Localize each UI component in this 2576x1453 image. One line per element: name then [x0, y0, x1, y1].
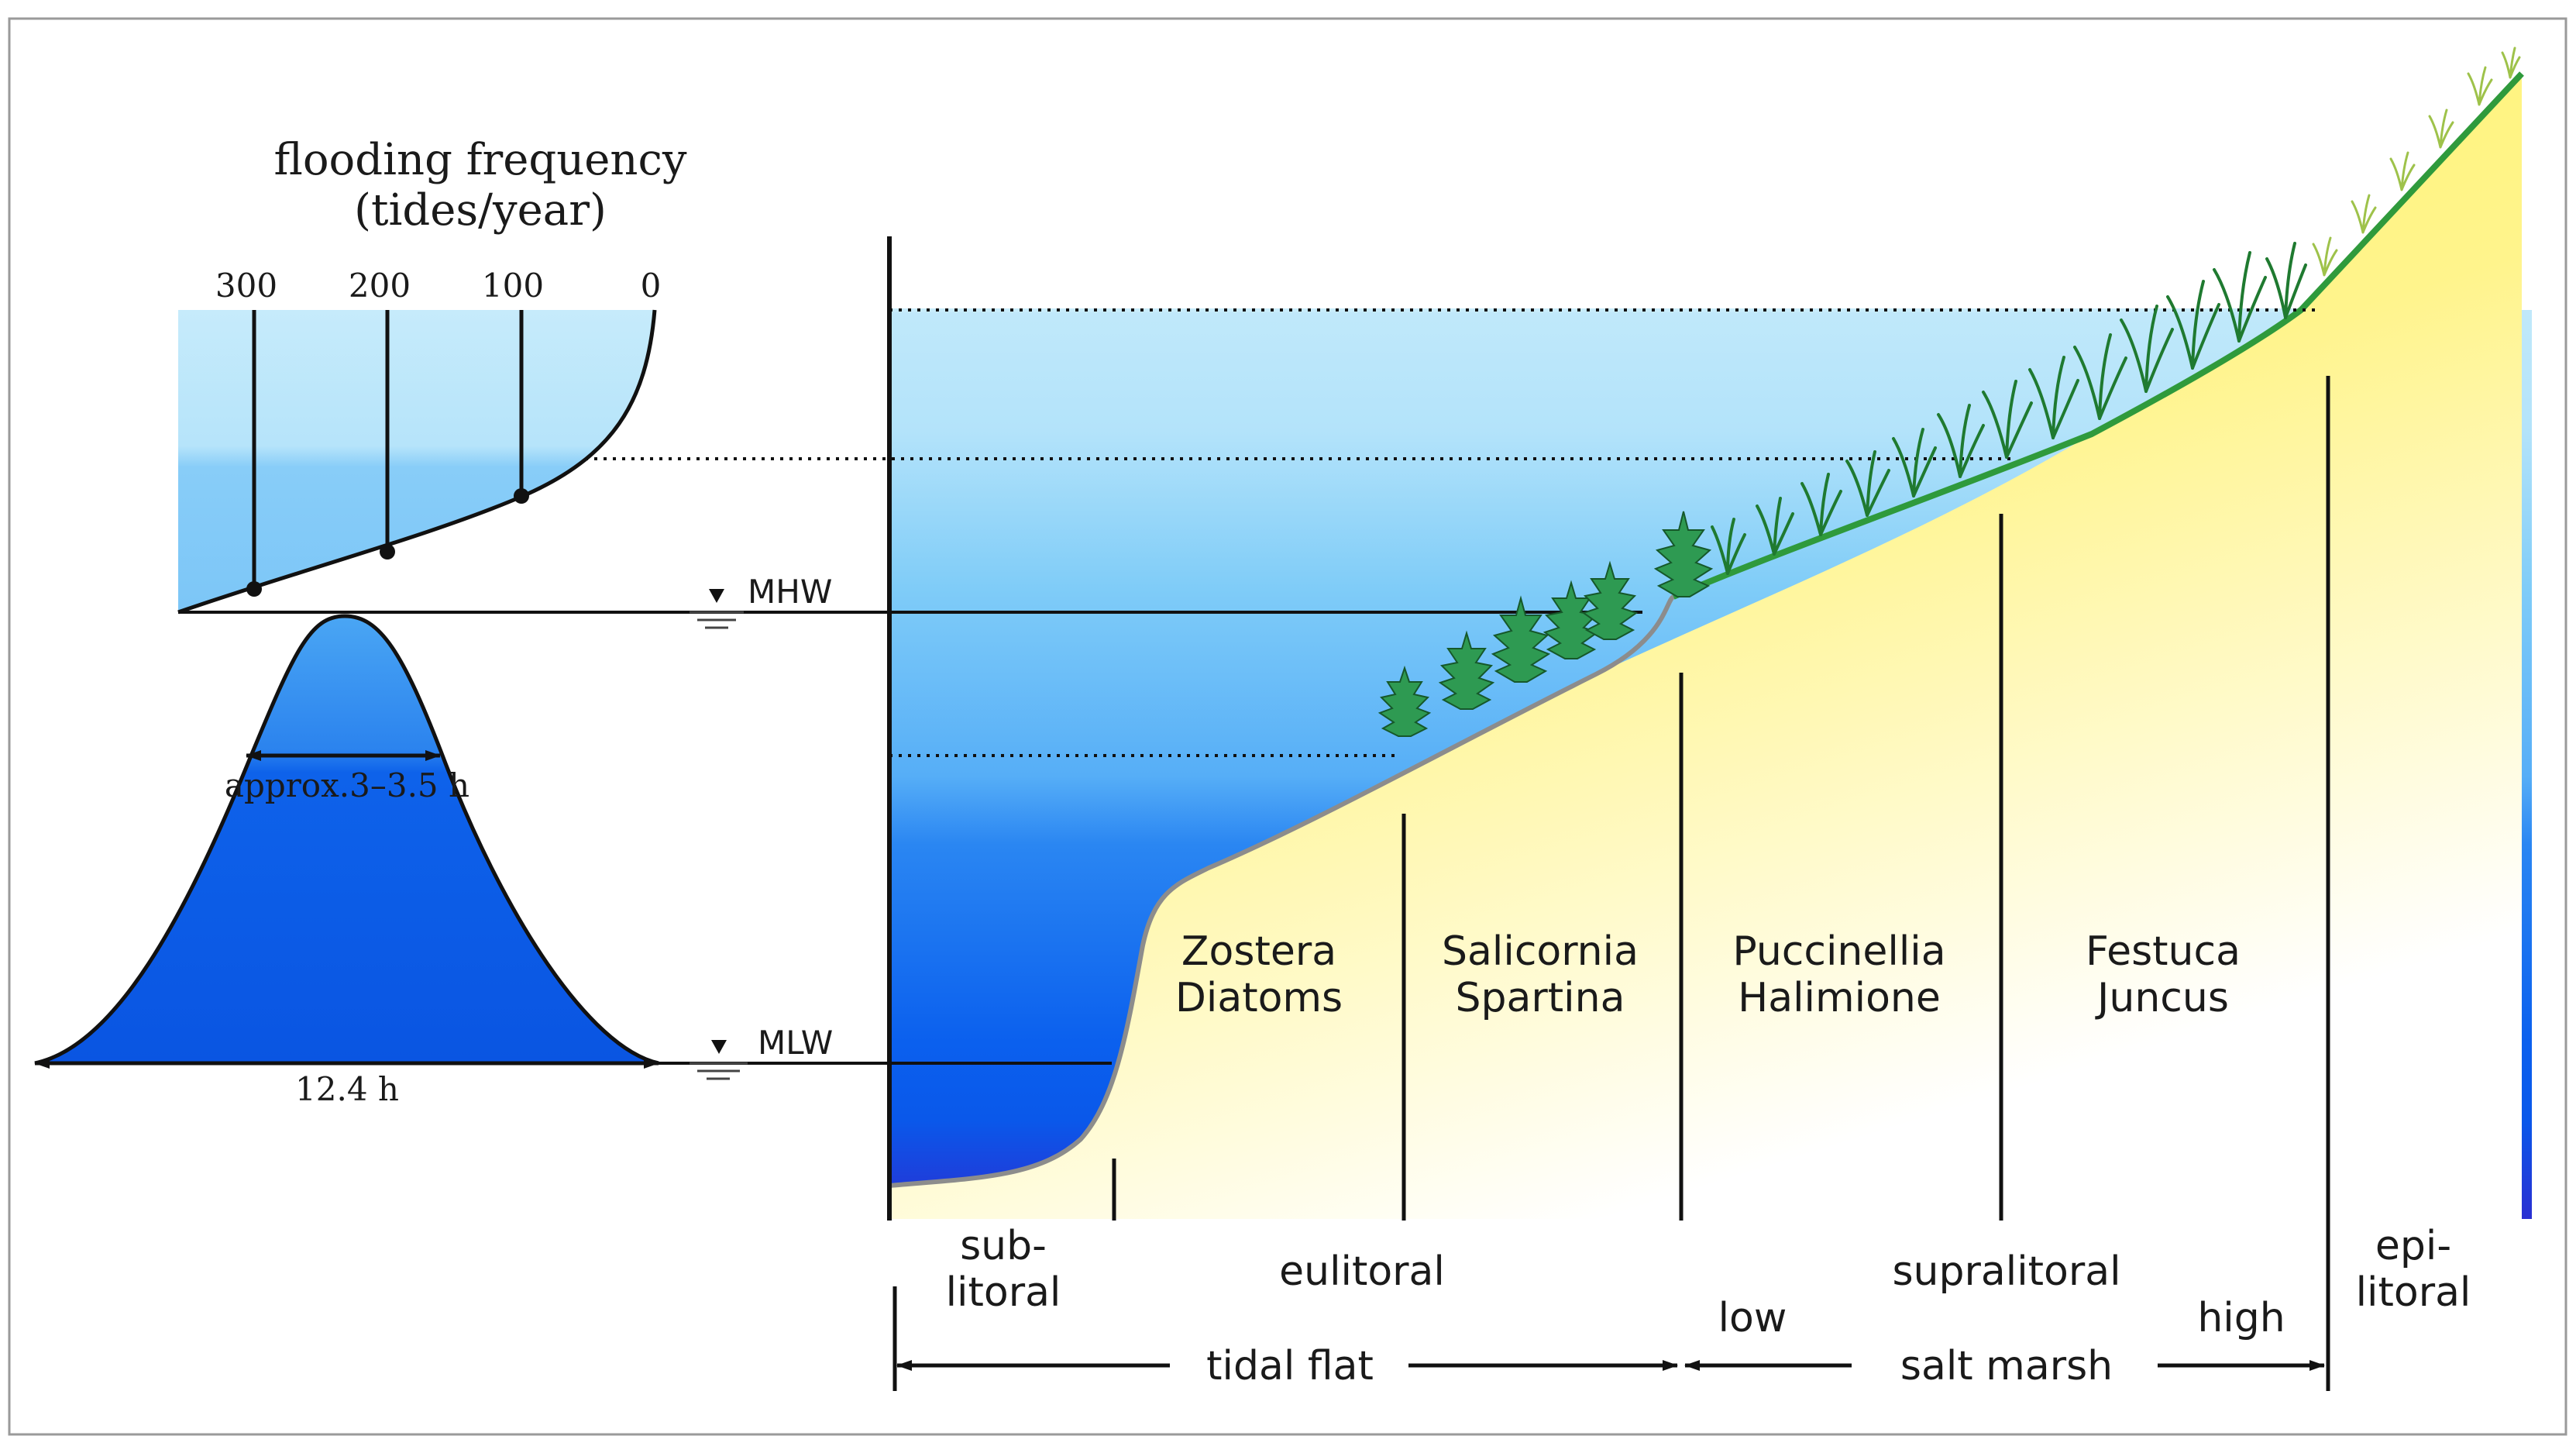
water-above-mhw-white — [889, 116, 2532, 310]
salicornia-plants — [1377, 511, 1714, 737]
label-low: low — [1718, 1295, 1787, 1341]
label-tidal-flat: tidal flat — [1206, 1343, 1374, 1389]
tide-curve-area — [35, 616, 659, 1063]
freq-tick-100: 100 — [482, 267, 544, 305]
label-sublitoral-line2: litoral — [946, 1269, 1061, 1316]
freq-tick-0: 0 — [641, 267, 662, 305]
mhw-label: MHW — [748, 573, 832, 611]
mlw-label: MLW — [758, 1024, 833, 1062]
vegetated-surface-line — [1672, 71, 2524, 600]
zone-festuca-line1: Festuca — [2086, 928, 2241, 975]
zone-zostera-line1: Zostera — [1181, 928, 1336, 975]
zone-salicornia-line2: Spartina — [1456, 975, 1625, 1021]
tide-curve-line — [34, 614, 659, 1066]
label-epilitoral-line1: epi- — [2375, 1223, 2451, 1269]
zone-zostera-line2: Diatoms — [1175, 975, 1343, 1021]
zone-festuca-line2: Juncus — [2095, 975, 2229, 1021]
freq-tick-200: 200 — [349, 267, 411, 305]
label-high: high — [2197, 1295, 2285, 1341]
zone-salicornia-line1: Salicornia — [1442, 928, 1639, 975]
label-sublitoral-line1: sub- — [960, 1223, 1047, 1269]
label-supralitoral: supralitoral — [1892, 1248, 2120, 1295]
mhw-marker: MHW — [690, 573, 832, 629]
label-epilitoral-line2: litoral — [2356, 1269, 2471, 1316]
freq-point-100 — [514, 488, 529, 504]
freq-tick-300: 300 — [215, 267, 277, 305]
water-top-band — [889, 308, 2315, 312]
sand-profile — [889, 74, 2522, 1219]
period-label: 12.4 h — [295, 1070, 399, 1108]
label-salt-marsh: salt marsh — [1900, 1343, 2113, 1389]
cross-section: MHW MLW — [178, 46, 2532, 1391]
duration-label: approx.3–3.5 h — [225, 766, 469, 804]
mlw-marker: MLW — [690, 1024, 833, 1080]
flooding-title-line1: flooding frequency — [273, 135, 686, 185]
flooding-frequency-area — [178, 310, 655, 612]
sand-surface-line — [889, 594, 1675, 1188]
label-eulitoral: eulitoral — [1279, 1248, 1445, 1295]
frame-border — [8, 17, 2567, 1436]
zone-puccinellia-line2: Halimione — [1738, 975, 1941, 1021]
freq-point-200 — [380, 544, 395, 560]
freq-point-300 — [246, 581, 262, 597]
grass-tufts — [1711, 242, 2307, 575]
flooding-title-line2: (tides/year) — [354, 185, 607, 236]
zone-puccinellia-line1: Puccinellia — [1732, 928, 1945, 975]
flooding-frequency-panel: flooding frequency (tides/year) 300 200 … — [177, 135, 687, 615]
bottom-labels: sub- litoral eulitoral supralitoral epi-… — [892, 1223, 2471, 1391]
upland-grass — [2312, 46, 2521, 277]
tide-curve-panel: approx.3–3.5 h 12.4 h — [34, 614, 659, 1108]
